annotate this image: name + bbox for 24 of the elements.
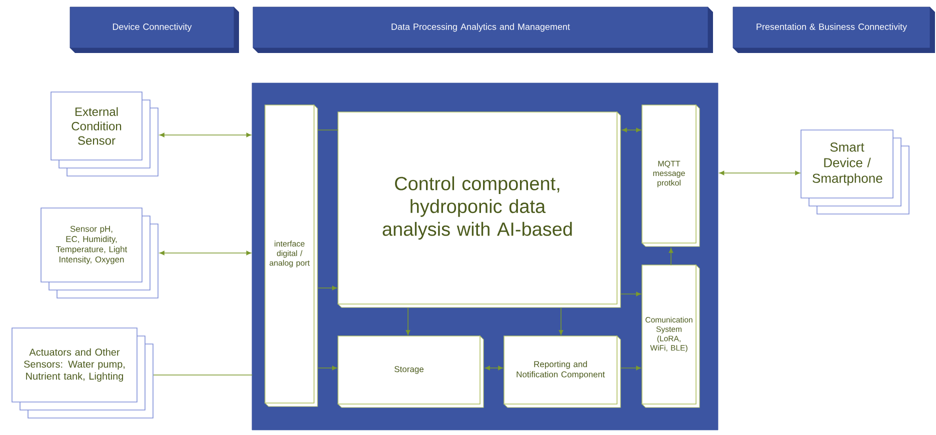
arrow xyxy=(719,170,800,176)
header-band: Presentation & Business Connectivity xyxy=(732,6,935,53)
arrow xyxy=(160,250,252,256)
arrow xyxy=(622,128,641,132)
arrow xyxy=(668,248,674,266)
arrow xyxy=(620,292,641,296)
header-band: Device Connectivity xyxy=(70,6,239,53)
stacked-box: Smart Device / Smartphone xyxy=(800,130,910,214)
arrow xyxy=(485,366,504,370)
arrow xyxy=(318,366,338,370)
stacked-box: Sensor pH, EC, Humidity, Temperature, Light Intensity, Oxygen xyxy=(40,208,158,298)
block-box: Reporting and Notification Component xyxy=(504,336,618,404)
arrow xyxy=(318,286,338,290)
block-box: Control component, hydroponic data analysis with AI-based xyxy=(338,112,618,304)
arrow xyxy=(160,132,252,138)
arrow xyxy=(558,308,564,335)
arrow xyxy=(620,366,641,370)
block-box: MQTT message protkol xyxy=(642,104,696,244)
stacked-box: External Condition Sensor xyxy=(50,92,158,176)
header-band: Data Processing Analytics and Management xyxy=(252,6,713,53)
block-box: Storage xyxy=(338,336,480,404)
arrow xyxy=(406,308,410,335)
stacked-box: Actuators and Other Sensors: Water pump, Nutrient tank, Lighting xyxy=(12,328,154,418)
block-box: interface digital / analog port xyxy=(264,104,314,404)
